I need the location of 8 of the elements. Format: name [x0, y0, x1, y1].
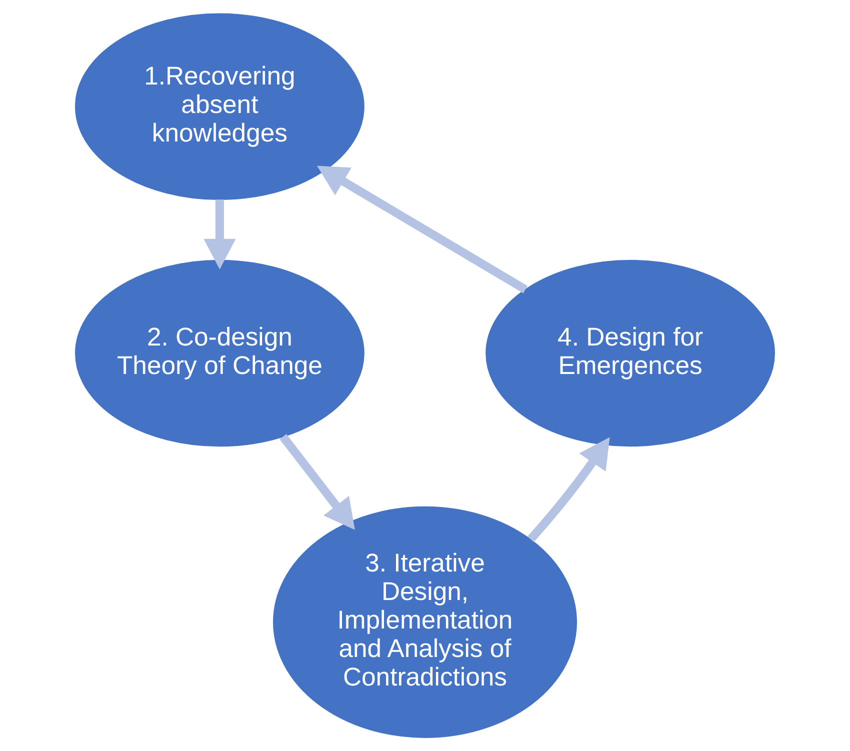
node-ellipse: 2. Co-design Theory of Change	[75, 260, 364, 447]
arrow	[280, 434, 355, 530]
node-ellipse: 4. Design for Emergences	[486, 260, 775, 447]
arrow	[316, 166, 528, 294]
node-ellipse: 1.Recovering absent knowledges	[75, 13, 364, 200]
node-ellipse: 3. Iterative Design, Implementation and Analysis of Contradictions	[272, 506, 578, 738]
arrow	[527, 437, 610, 542]
arrow	[204, 200, 236, 270]
